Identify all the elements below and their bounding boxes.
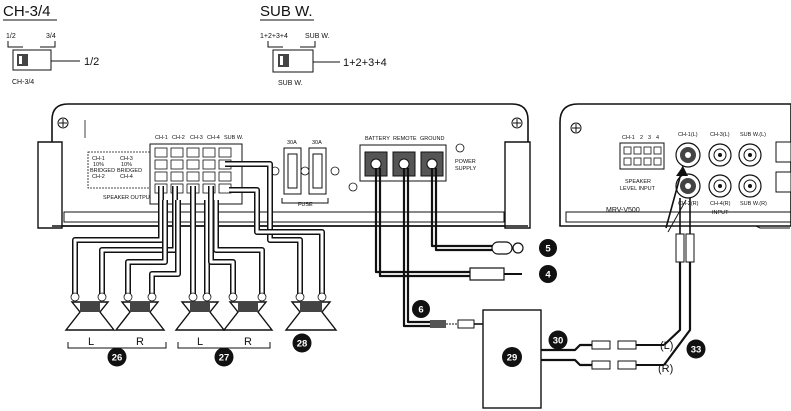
bridge-left-4: CH-2: [92, 174, 105, 180]
subw-caption: SUB W.: [278, 80, 303, 87]
speaker-wires: [72, 161, 325, 298]
ch-label-1: CH-1: [155, 135, 168, 141]
terminal-label-remote: REMOTE: [393, 136, 417, 142]
level-input-label-2: LEVEL INPUT: [620, 186, 656, 192]
svg-text:26: 26: [112, 353, 123, 364]
svg-text:28: 28: [297, 339, 308, 350]
rca-top-1: CH-1(L): [678, 132, 698, 138]
fuse-value-1: 30A: [287, 140, 297, 146]
power-supply-label-1: POWER: [455, 159, 476, 165]
callout-26: 26: [107, 347, 127, 367]
power-supply-label-2: SUPPLY: [455, 166, 477, 172]
svg-text:5: 5: [545, 244, 551, 255]
amplifier-unit: CH-1 10% BRIDGED CH-2 CH-3 10% BRIDGED C…: [37, 103, 531, 229]
rca-label-l: (L): [660, 340, 673, 352]
callout-28: 28: [292, 333, 312, 353]
callout-6: 6: [412, 300, 430, 318]
speaker-1-left: [64, 292, 116, 331]
speaker-1-right-label: R: [136, 336, 144, 348]
subwoofer-speaker: [284, 292, 338, 331]
ch34-caption: CH-3/4: [12, 79, 34, 86]
callout-33: 33: [686, 339, 706, 359]
callout-29: 29: [502, 347, 522, 367]
callout-27: 27: [214, 347, 234, 367]
ch-label-2: CH-2: [172, 135, 185, 141]
rca-top-2: CH-3(L): [710, 132, 730, 138]
rca-jack-ch1: [675, 142, 701, 168]
ch34-label-right: 3/4: [46, 33, 56, 40]
rca-cables: (L) (R): [541, 165, 695, 375]
svg-text:6: 6: [418, 305, 423, 316]
rca-bottom-2: CH-4(R): [710, 201, 731, 207]
bridge-right-1: CH-3: [120, 156, 133, 162]
ch-label-sub: SUB W.: [224, 135, 244, 141]
speaker-2-left: [174, 292, 226, 331]
ch34-label-left: 1/2: [6, 33, 16, 40]
svg-text:27: 27: [219, 353, 230, 364]
speaker-group-1: L R: [64, 292, 167, 349]
callout-5: 5: [539, 239, 557, 257]
level-input-label-1: SPEAKER: [625, 179, 651, 185]
subw-selected: 1+2+3+4: [343, 57, 387, 69]
input-label: INPUT: [712, 210, 729, 216]
speaker-2-right: [222, 292, 274, 331]
rca-jack-ch4: [708, 174, 732, 198]
subw-title: SUB W.: [260, 3, 313, 20]
rca-jack-ch2: [675, 173, 701, 199]
bridge-left-2: 10%: [93, 162, 104, 168]
fuse-value-2: 30A: [312, 140, 322, 146]
ch-label-3: CH-3: [190, 135, 203, 141]
bridge-left-3: BRIDGED: [90, 168, 115, 174]
input-panel-unit: CH-1 2 3 4 SPEAKER LEVEL INPUT MRV-V500 …: [559, 103, 791, 229]
subw-label-right: SUB W.: [305, 33, 330, 40]
subw-switch-diagram: SUB W. 1+2+3+4 SUB W. 1+2+3+4 SUB W.: [260, 3, 387, 87]
svg-text:4: 4: [545, 270, 551, 281]
bridge-right-4: CH-4: [120, 174, 133, 180]
ch34-switch-diagram: CH-3/4 1/2 3/4 1/2 CH-3/4: [3, 3, 99, 86]
rca-jack-ch3: [708, 143, 732, 167]
bridge-left-1: CH-1: [92, 156, 105, 162]
speaker-1-right: [114, 292, 166, 331]
rca-jack-sub-r: [738, 174, 762, 198]
rca-label-r: (R): [658, 363, 673, 375]
terminal-label-ground: GROUND: [420, 136, 444, 142]
power-wiring: [374, 168, 524, 329]
ch34-title: CH-3/4: [3, 3, 51, 20]
svg-text:30: 30: [553, 336, 564, 347]
rca-bottom-3: SUB W.(R): [740, 201, 767, 207]
bridge-right-2: 10%: [121, 162, 132, 168]
level-ch-4: 4: [656, 135, 659, 141]
speaker-group-2: L R: [174, 292, 274, 349]
level-ch-1: CH-1: [622, 135, 635, 141]
subw-label-left: 1+2+3+4: [260, 33, 288, 40]
rca-top-3: SUB W.(L): [740, 132, 766, 138]
level-ch-2: 2: [640, 135, 643, 141]
model-name: MRV-V500: [606, 207, 640, 214]
speaker-output-label: SPEAKER OUTPUT: [103, 195, 154, 201]
fuse-label: FUSE: [298, 202, 313, 208]
callout-30: 30: [548, 330, 568, 350]
terminal-label-battery: BATTERY: [365, 136, 390, 142]
speaker-2-left-label: L: [197, 336, 203, 348]
speaker-2-right-label: R: [244, 336, 252, 348]
speaker-1-left-label: L: [88, 336, 94, 348]
callout-4: 4: [539, 265, 557, 283]
rca-jack-sub-l: [738, 143, 762, 167]
svg-text:29: 29: [507, 353, 518, 364]
ch34-selected: 1/2: [84, 56, 99, 68]
level-ch-3: 3: [648, 135, 651, 141]
svg-text:33: 33: [691, 345, 702, 356]
bridge-right-3: BRIDGED: [117, 168, 142, 174]
rca-bottom-1: CH-2(R): [678, 201, 699, 207]
ch-label-4: CH-4: [207, 135, 220, 141]
